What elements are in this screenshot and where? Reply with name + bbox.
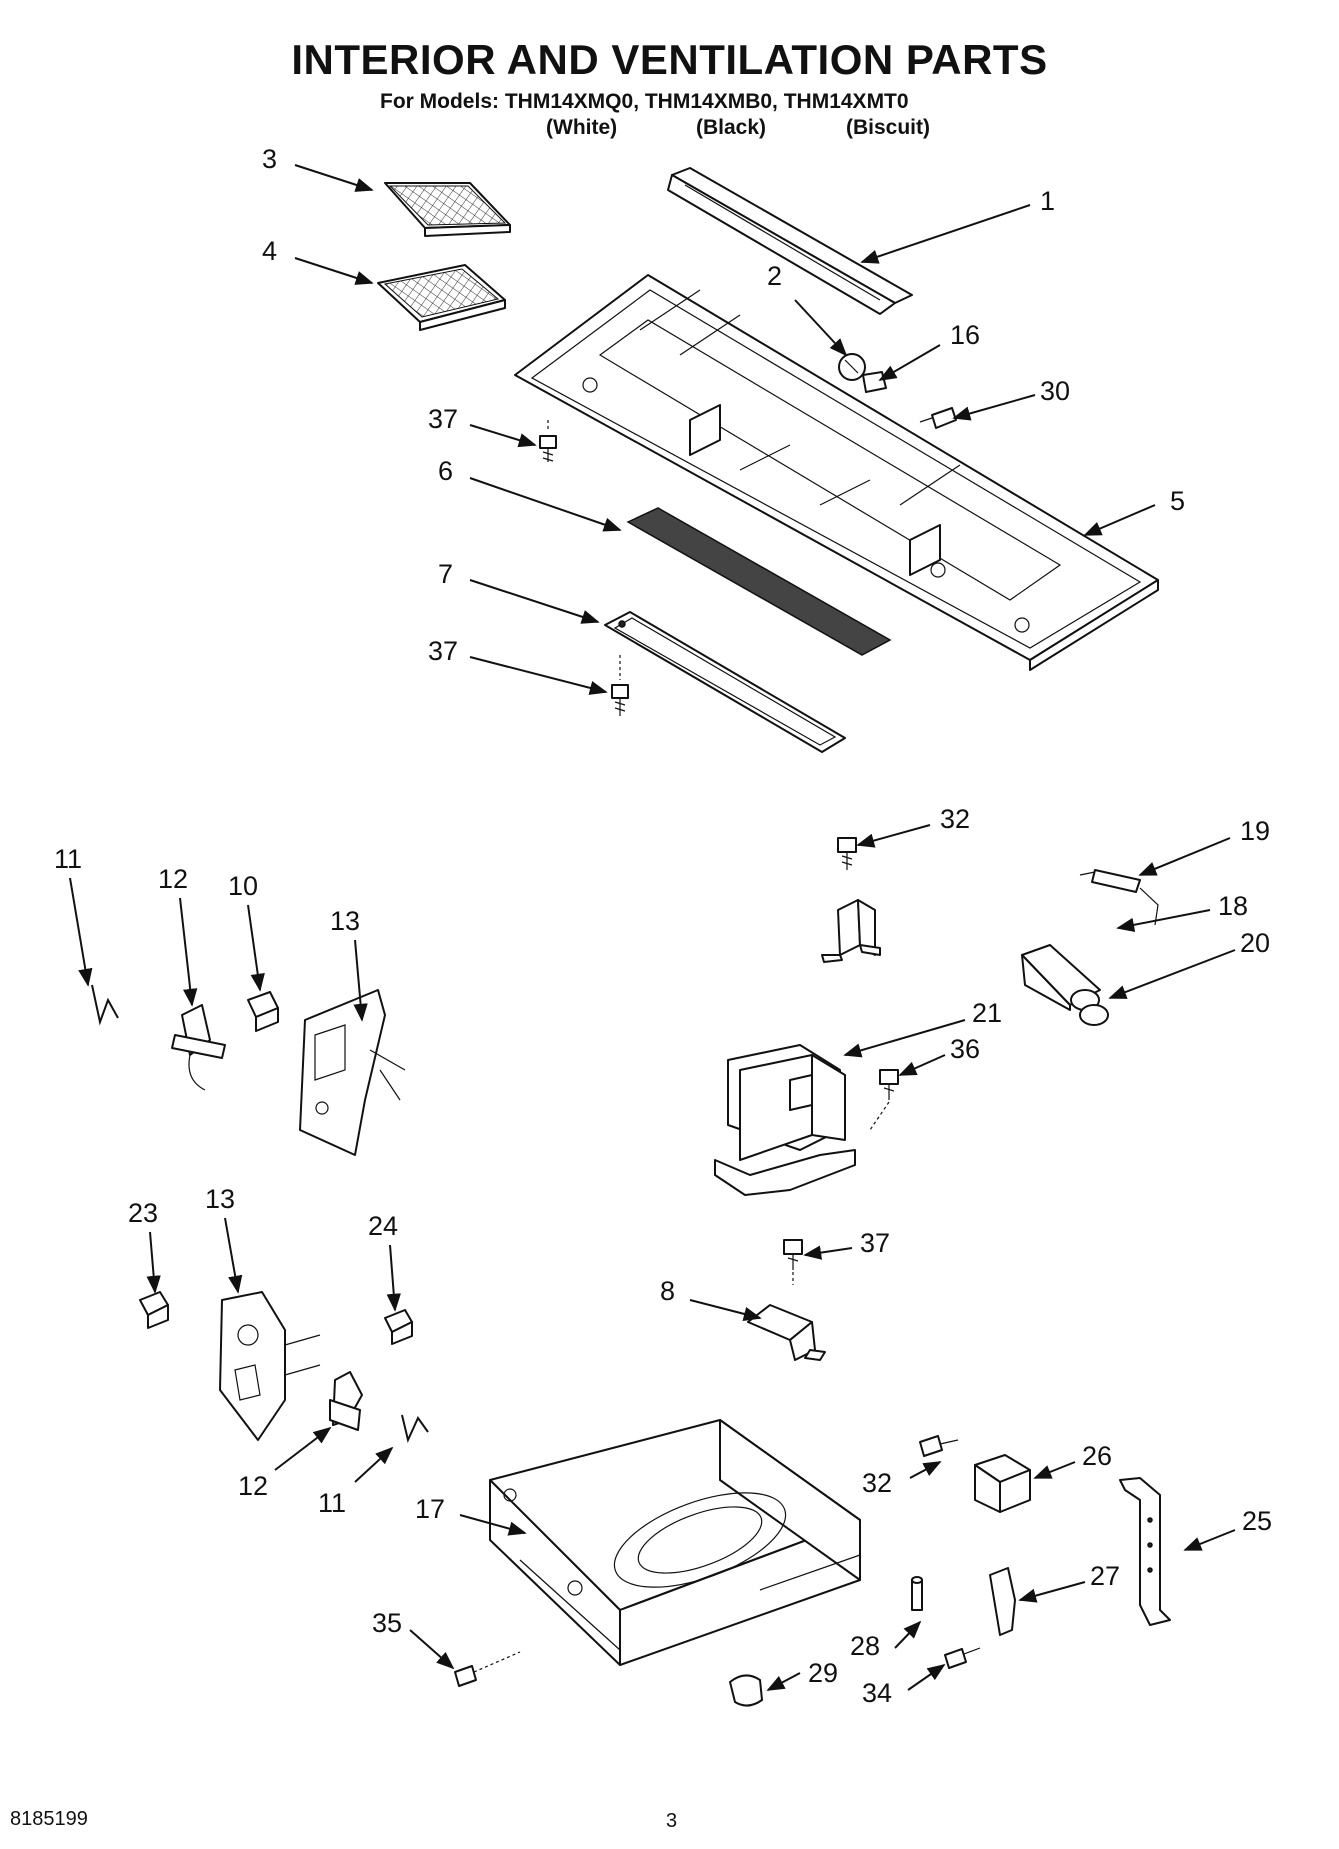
screw-part-37-mid [611, 655, 629, 716]
capacitor-part-20 [1021, 944, 1109, 1026]
screw-part-30 [919, 407, 957, 429]
callout-27: 27 [1090, 1561, 1120, 1591]
screw-part-37-top [539, 420, 557, 462]
callout-16: 16 [950, 320, 980, 350]
thermal-part-19 [1079, 869, 1159, 926]
callout-11-bottom: 11 [318, 1488, 346, 1518]
callout-36: 36 [950, 1034, 980, 1064]
callout-28: 28 [850, 1631, 880, 1661]
grease-filter-part-3 [384, 182, 511, 237]
relay-part-26 [974, 1454, 1031, 1513]
fuse-holder-part-27 [989, 1567, 1016, 1636]
color-label-white: (White) [546, 116, 618, 139]
filter-strip-part-6 [626, 507, 892, 656]
callout-11-top: 11 [54, 844, 82, 874]
screw-part-35 [454, 1651, 521, 1687]
callout-19: 19 [1240, 816, 1270, 846]
latch-part-12-bottom [329, 1371, 363, 1431]
bracket-part-25 [1119, 1477, 1171, 1626]
switch-bracket-part-13-top [299, 989, 406, 1156]
callout-37-mid: 37 [428, 636, 458, 666]
document-number: 8185199 [10, 1808, 88, 1830]
color-label-biscuit: (Biscuit) [846, 116, 930, 139]
socket-part-16 [862, 371, 887, 393]
callout-32-bottom: 32 [862, 1468, 892, 1498]
page-number: 3 [666, 1810, 678, 1832]
switch-part-24 [384, 1309, 413, 1345]
callout-2: 2 [767, 261, 782, 291]
callout-3: 3 [262, 144, 277, 174]
screw-part-37-bottom [783, 1239, 803, 1285]
callout-30: 30 [1040, 376, 1070, 406]
clamp-part-18 [821, 899, 881, 963]
callout-17: 17 [415, 1494, 445, 1524]
callout-37-bottom: 37 [860, 1228, 890, 1258]
callout-32-top: 32 [940, 804, 970, 834]
callout-6: 6 [438, 456, 453, 486]
spring-part-11-bottom [401, 1414, 429, 1444]
bulb-part-2 [838, 353, 866, 381]
switch-part-10 [247, 991, 279, 1032]
fuse-part-28 [911, 1576, 923, 1611]
callout-23: 23 [128, 1198, 158, 1228]
callout-18: 18 [1218, 891, 1248, 921]
callout-21: 21 [972, 998, 1002, 1028]
vent-panel-part-5 [514, 274, 1159, 671]
screw-part-32-bottom [919, 1435, 959, 1457]
bracket-part-7 [604, 611, 846, 753]
base-plate-part-17 [489, 1419, 861, 1666]
callout-7: 7 [438, 559, 453, 589]
callout-12-bottom: 12 [238, 1471, 268, 1501]
charcoal-filter-part-4 [377, 264, 506, 331]
spring-part-11-top [91, 984, 119, 1026]
callout-13-top: 13 [330, 906, 360, 936]
screw-part-32-top [837, 837, 857, 870]
callout-37-top: 37 [428, 404, 458, 434]
callout-5: 5 [1170, 486, 1185, 516]
callout-35: 35 [372, 1608, 402, 1638]
switch-part-23 [139, 1291, 169, 1329]
callout-34: 34 [862, 1678, 892, 1708]
callout-10: 10 [228, 871, 258, 901]
callout-13-bottom: 13 [205, 1184, 235, 1214]
screw-part-34 [944, 1647, 981, 1669]
callout-20: 20 [1240, 928, 1270, 958]
callout-24: 24 [368, 1211, 398, 1241]
models-line: For Models: THM14XMQ0, THM14XMB0, THM14X… [380, 90, 909, 113]
callout-25: 25 [1242, 1506, 1272, 1536]
callout-8: 8 [660, 1276, 675, 1306]
callout-4: 4 [262, 236, 277, 266]
screw-part-36 [869, 1069, 899, 1131]
callout-29: 29 [808, 1658, 838, 1688]
latch-part-12-top [171, 1004, 226, 1091]
page-title: INTERIOR AND VENTILATION PARTS [291, 36, 1048, 83]
light-cover-part-1 [667, 167, 913, 315]
callout-1: 1 [1040, 186, 1055, 216]
bracket-part-8 [747, 1304, 826, 1361]
callout-12-top: 12 [158, 864, 188, 894]
switch-bracket-part-13-bottom [219, 1291, 321, 1441]
clip-part-29 [729, 1674, 763, 1707]
callout-26: 26 [1082, 1441, 1112, 1471]
color-label-black: (Black) [696, 116, 767, 139]
transformer-part-21 [714, 1044, 856, 1196]
